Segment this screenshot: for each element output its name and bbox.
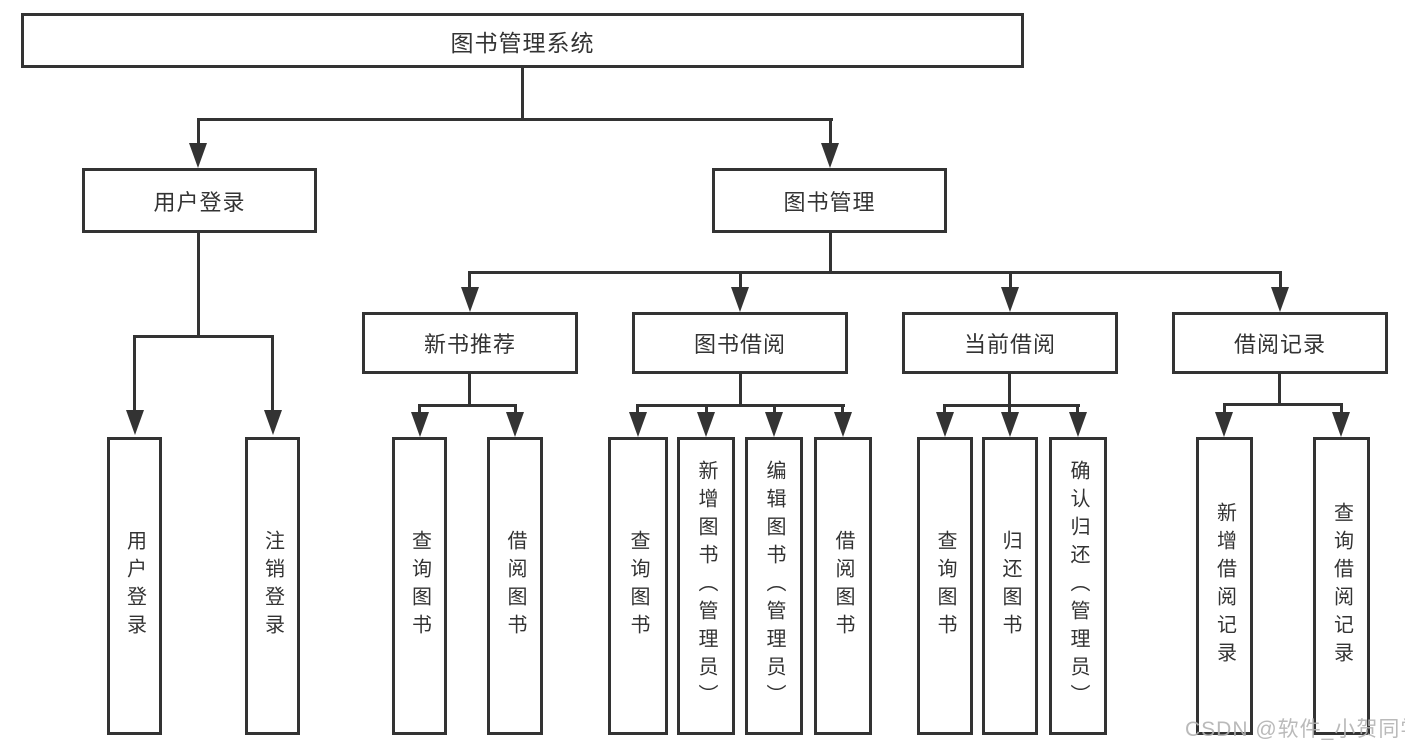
- node-new-books-label: 新书推荐: [423, 332, 516, 357]
- connector-stem-leaf: [636, 407, 639, 413]
- leaf-newbooks-borrow: 借阅图书: [487, 437, 543, 735]
- leaf-user-login: 用户登录: [107, 437, 162, 735]
- arrowhead-icon: [1001, 412, 1019, 437]
- connector-stem-leaf: [1223, 406, 1226, 413]
- leaf-current-confirm-admin: 确认归还（管理员）: [1049, 437, 1107, 735]
- connector-stem-leaf: [418, 407, 421, 413]
- connector-level2-rail: [197, 118, 833, 121]
- leaf-label: 新增借阅记录: [1213, 502, 1236, 670]
- connector-stem-leaf: [841, 407, 844, 413]
- connector-current-rail: [943, 404, 1080, 407]
- leaf-records-add: 新增借阅记录: [1196, 437, 1253, 735]
- leaf-label: 借阅图书: [504, 530, 526, 642]
- connector-stem-user-login: [197, 121, 200, 147]
- connector-book-mgmt-down: [829, 233, 832, 274]
- arrowhead-icon: [1215, 412, 1233, 437]
- arrowhead-icon: [126, 410, 144, 435]
- connector-stem-leaf: [1340, 406, 1343, 413]
- arrowhead-icon: [411, 412, 429, 437]
- connector-records-down: [1278, 374, 1281, 406]
- arrowhead-icon: [1332, 412, 1350, 437]
- connector-user-login-down: [197, 233, 200, 338]
- arrowhead-icon: [461, 287, 479, 312]
- leaf-label: 确认归还（管理员）: [1067, 460, 1089, 712]
- leaf-label: 编辑图书（管理员）: [763, 460, 785, 712]
- connector-new-books-rail: [418, 404, 517, 407]
- node-new-books: 新书推荐: [362, 312, 578, 374]
- leaf-label: 查询借阅记录: [1330, 502, 1353, 670]
- node-root-label: 图书管理系统: [450, 29, 595, 56]
- arrowhead-icon: [629, 412, 647, 437]
- connector-user-login-rail: [133, 335, 274, 338]
- arrowhead-icon: [506, 412, 524, 437]
- leaf-label: 用户登录: [123, 530, 146, 642]
- connector-stem-leaf: [1008, 407, 1011, 413]
- connector-stem-borrowing: [739, 274, 742, 289]
- leaf-current-return: 归还图书: [982, 437, 1038, 735]
- arrowhead-icon: [697, 412, 715, 437]
- node-user-login: 用户登录: [82, 168, 317, 233]
- watermark: CSDN @软件_小贺同学: [1185, 718, 1405, 741]
- leaf-label: 查询图书: [408, 530, 431, 642]
- arrowhead-icon: [936, 412, 954, 437]
- node-borrowing: 图书借阅: [632, 312, 848, 374]
- node-user-login-label: 用户登录: [153, 189, 246, 215]
- arrowhead-icon: [834, 412, 852, 437]
- arrowhead-icon: [264, 410, 282, 435]
- arrowhead-icon: [1069, 412, 1087, 437]
- leaf-records-query: 查询借阅记录: [1313, 437, 1370, 735]
- leaf-label: 借阅图书: [832, 530, 854, 642]
- leaf-label: 注销登录: [261, 530, 284, 642]
- connector-borrowing-down: [739, 374, 742, 407]
- leaf-borrowing-add-admin: 新增图书（管理员）: [677, 437, 735, 735]
- connector-stem-new-books: [468, 274, 471, 289]
- connector-borrowing-rail: [636, 404, 845, 407]
- leaf-borrowing-edit-admin: 编辑图书（管理员）: [745, 437, 803, 735]
- connector-stem-leaf: [1076, 407, 1079, 413]
- connector-stem-book-mgmt: [829, 121, 832, 147]
- node-current-label: 当前借阅: [963, 332, 1056, 357]
- node-book-mgmt: 图书管理: [712, 168, 947, 233]
- connector-level3-rail: [468, 271, 1282, 274]
- connector-records-rail: [1223, 403, 1343, 406]
- node-borrowing-label: 图书借阅: [693, 332, 786, 357]
- leaf-borrowing-query: 查询图书: [608, 437, 668, 735]
- leaf-label: 查询图书: [934, 530, 956, 642]
- connector-stem-current: [1009, 274, 1012, 289]
- connector-root-down: [521, 68, 524, 121]
- connector-stem-leaf: [271, 338, 274, 410]
- connector-stem-leaf: [514, 407, 517, 413]
- leaf-label: 新增图书（管理员）: [695, 460, 717, 712]
- node-root: 图书管理系统: [21, 13, 1024, 68]
- arrowhead-icon: [1001, 287, 1019, 312]
- connector-stem-records: [1279, 274, 1282, 289]
- leaf-label: 查询图书: [627, 530, 649, 642]
- connector-stem-leaf: [943, 407, 946, 413]
- leaf-logout: 注销登录: [245, 437, 300, 735]
- leaf-newbooks-query: 查询图书: [392, 437, 447, 735]
- leaf-borrowing-borrow: 借阅图书: [814, 437, 872, 735]
- connector-stem-leaf: [773, 407, 776, 413]
- connector-stem-leaf: [133, 338, 136, 410]
- arrowhead-icon: [1271, 287, 1289, 312]
- connector-new-books-down: [468, 374, 471, 407]
- node-records-label: 借阅记录: [1233, 332, 1326, 357]
- node-records: 借阅记录: [1172, 312, 1388, 374]
- connector-stem-leaf: [705, 407, 708, 413]
- arrowhead-icon: [731, 287, 749, 312]
- leaf-current-query: 查询图书: [917, 437, 973, 735]
- node-book-mgmt-label: 图书管理: [783, 189, 876, 215]
- arrowhead-icon: [821, 143, 839, 168]
- leaf-label: 归还图书: [999, 530, 1021, 642]
- arrowhead-icon: [765, 412, 783, 437]
- node-current: 当前借阅: [902, 312, 1118, 374]
- arrowhead-icon: [189, 143, 207, 168]
- connector-current-down: [1008, 374, 1011, 407]
